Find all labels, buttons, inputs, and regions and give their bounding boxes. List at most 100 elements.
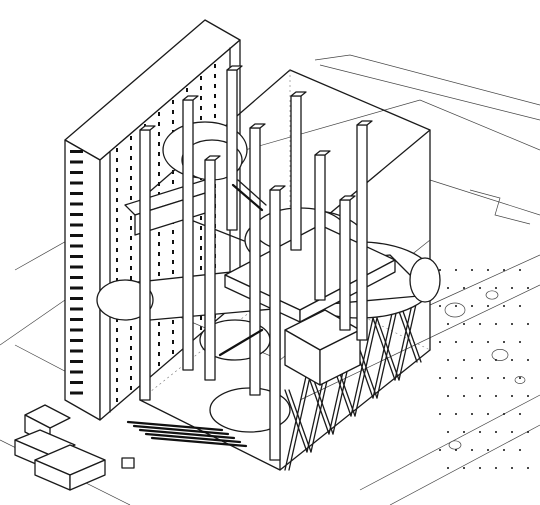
- plaza-circle: [491, 349, 509, 361]
- plaza-dot: [487, 269, 489, 271]
- slab-window: [130, 156, 132, 160]
- plaza-dot: [455, 449, 457, 451]
- slab-window: [172, 270, 174, 274]
- slab-window: [116, 368, 118, 372]
- plaza-dot: [439, 449, 441, 451]
- slab-window: [130, 336, 132, 340]
- slab-window: [158, 162, 160, 166]
- column: [356, 124, 368, 341]
- slab-window: [130, 196, 132, 200]
- plaza-dot: [519, 269, 521, 271]
- slab-window: [116, 228, 118, 232]
- plaza-dot: [511, 287, 513, 289]
- end-window: [70, 202, 83, 206]
- plaza-dot: [527, 431, 529, 433]
- slab-window: [116, 188, 118, 192]
- end-window: [70, 234, 83, 237]
- plaza-dot: [471, 449, 473, 451]
- plaza-dot: [503, 449, 505, 451]
- slab-window: [172, 110, 174, 114]
- slab-window: [116, 198, 118, 202]
- slab-window: [116, 318, 118, 322]
- slab-window: [130, 346, 132, 350]
- slab-window: [116, 238, 118, 242]
- slab-window: [200, 316, 202, 320]
- column-cap: [356, 120, 373, 126]
- column: [339, 199, 351, 331]
- slab-window: [172, 120, 174, 124]
- slab-window: [130, 146, 132, 150]
- slab-window: [158, 272, 160, 276]
- plaza-dot: [487, 377, 489, 379]
- slab-window: [200, 326, 202, 330]
- column-cap: [226, 65, 243, 71]
- plaza-dot: [439, 269, 441, 271]
- end-window: [70, 339, 83, 342]
- brace-diagonal: [350, 317, 374, 417]
- plaza-dot: [519, 341, 521, 343]
- plaza-dot: [439, 305, 441, 307]
- slab-window: [116, 268, 118, 272]
- column-cap: [290, 91, 307, 97]
- end-window: [70, 276, 83, 279]
- end-window: [70, 307, 83, 311]
- slab-window: [158, 242, 160, 246]
- diagonal-stair: [218, 179, 267, 357]
- plaza-dot: [479, 287, 481, 289]
- slab-window: [186, 88, 188, 92]
- column-cap: [339, 195, 356, 201]
- end-window: [70, 318, 83, 321]
- plaza-dot: [455, 413, 457, 415]
- plaza-dot: [471, 341, 473, 343]
- ramp-bar: [126, 420, 224, 432]
- slab-window: [214, 64, 216, 68]
- slab-window: [200, 226, 202, 230]
- plaza-dot: [527, 359, 529, 361]
- plaza-dot: [511, 359, 513, 361]
- plaza-dot: [527, 323, 529, 325]
- ramp-bar: [150, 436, 248, 448]
- plaza-dot: [503, 269, 505, 271]
- plaza-circle: [514, 376, 526, 384]
- slab-window: [158, 112, 160, 116]
- brace-diagonal: [284, 371, 308, 471]
- vertical-columns: [139, 65, 373, 461]
- plaza-dot: [511, 395, 513, 397]
- plaza-dot: [495, 467, 497, 469]
- slab-window: [158, 332, 160, 336]
- slab-window: [130, 176, 132, 180]
- plaza-dot: [447, 431, 449, 433]
- brace-diagonal: [372, 299, 396, 399]
- slab-window: [116, 258, 118, 262]
- plaza-dot: [519, 305, 521, 307]
- slab-window: [172, 260, 174, 264]
- slab-window: [200, 266, 202, 270]
- slab-window: [214, 84, 216, 88]
- plaza-dot: [495, 359, 497, 361]
- plaza-dot: [447, 395, 449, 397]
- slab-end-windows: [70, 150, 83, 395]
- plaza-dot: [479, 323, 481, 325]
- plaza-dot: [447, 323, 449, 325]
- slab-window: [158, 252, 160, 256]
- slab-window: [116, 158, 118, 162]
- brace-diagonal: [288, 371, 312, 471]
- end-window: [70, 150, 83, 153]
- end-window: [70, 265, 83, 269]
- slab-window: [130, 256, 132, 260]
- column-cap: [204, 155, 221, 161]
- end-window: [70, 297, 83, 300]
- plaza-dot: [495, 431, 497, 433]
- slab-window: [130, 236, 132, 240]
- plaza-dot: [471, 305, 473, 307]
- slab-window: [116, 358, 118, 362]
- column-cap: [249, 123, 266, 129]
- slab-window: [200, 116, 202, 120]
- slab-window: [172, 250, 174, 254]
- slab-window: [130, 166, 132, 170]
- slab-window: [158, 152, 160, 156]
- slab-window: [158, 122, 160, 126]
- column: [204, 159, 216, 381]
- plaza-circle: [485, 290, 499, 300]
- ramp-bar: [144, 432, 242, 444]
